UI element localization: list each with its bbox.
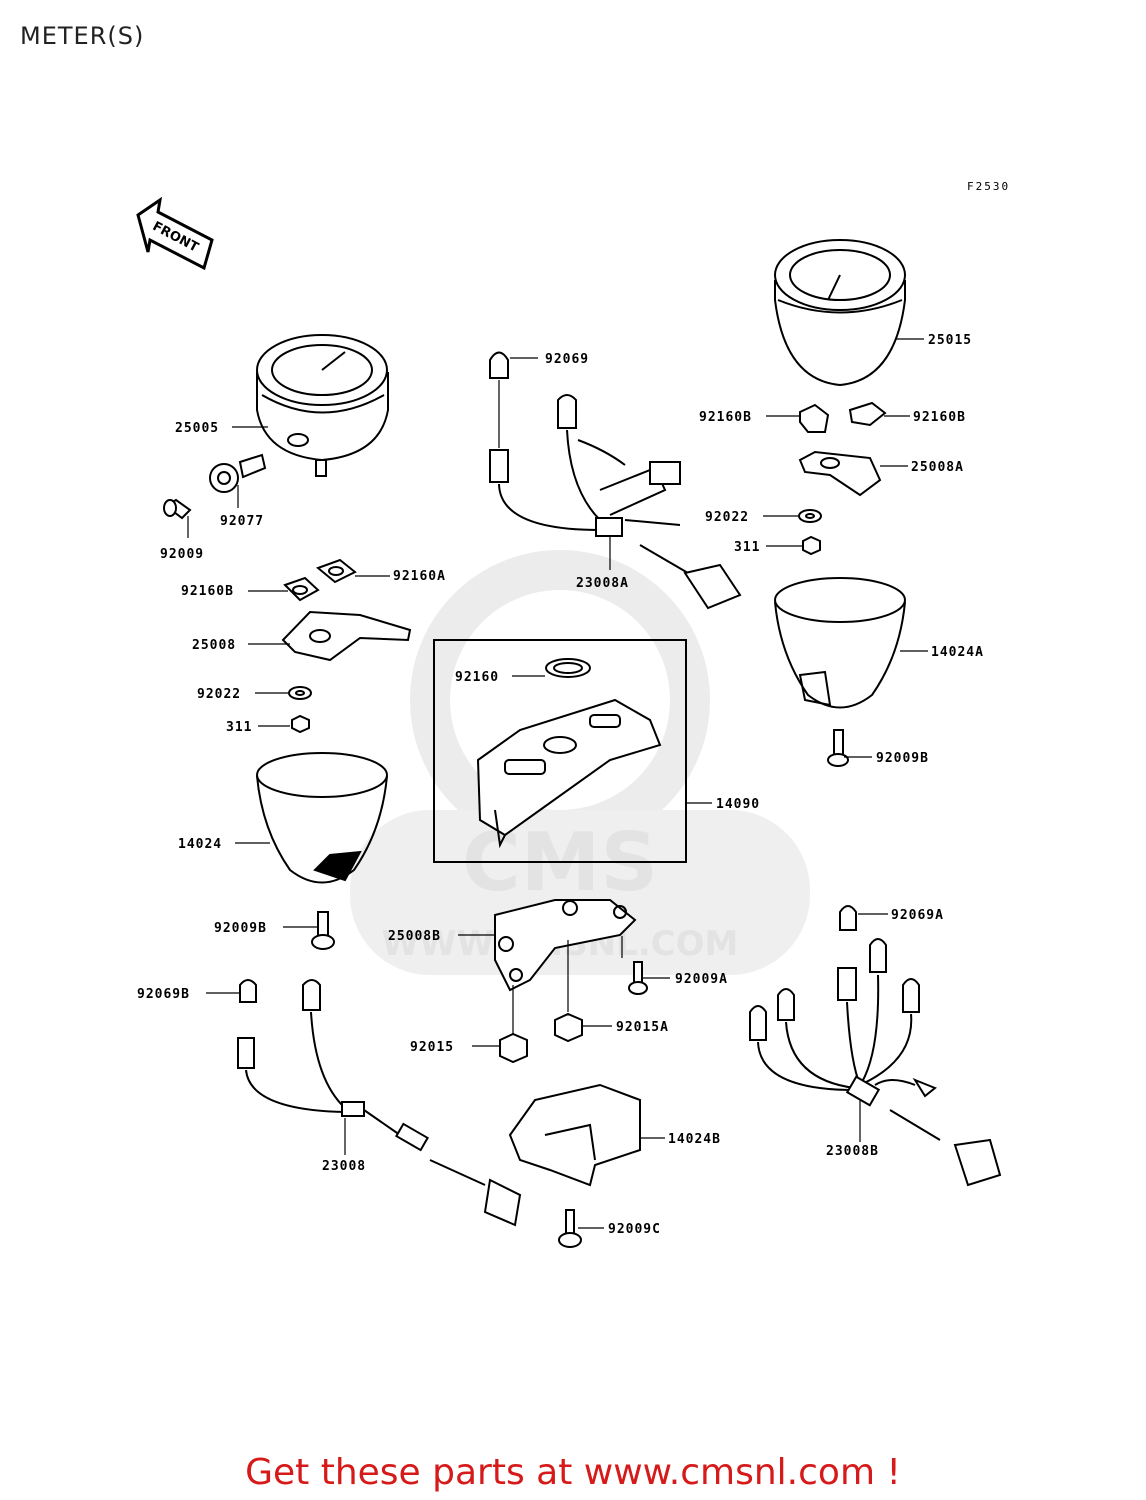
part-label-92009B-right: 92009B	[876, 751, 929, 766]
part-label-92015A: 92015A	[616, 1020, 669, 1035]
tachometer-25015	[774, 239, 906, 387]
grommet-92160B-left	[283, 576, 320, 602]
part-label-25005: 25005	[175, 421, 219, 436]
meter-cup-14024A	[774, 577, 906, 709]
wiring-harness-23008A	[489, 394, 742, 610]
screw-92009B-left	[311, 911, 335, 950]
front-arrow: FRONT	[136, 196, 214, 271]
parts-diagram: CMS WWW.CMSNL.COM FRONT	[136, 196, 1002, 1248]
meter-cup-14024	[256, 752, 388, 884]
nut-92015A	[554, 1012, 583, 1043]
washer-92022-left	[288, 686, 312, 700]
bracket-25008	[281, 610, 412, 662]
screw-92009C	[558, 1209, 582, 1248]
part-label-23008B: 23008B	[826, 1144, 879, 1159]
cover-14024B	[508, 1083, 641, 1187]
grommet-92160B-right-1	[799, 403, 830, 433]
part-label-25008: 25008	[192, 638, 236, 653]
speedometer-left	[256, 334, 389, 477]
bulb-92069	[489, 351, 509, 379]
grommet-92160B-right-2	[848, 401, 887, 427]
part-label-92160A: 92160A	[393, 569, 446, 584]
part-label-25008B: 25008B	[388, 929, 441, 944]
footer-cta-link[interactable]: Get these parts at www.cmsnl.com !	[245, 1452, 901, 1493]
part-label-92022-left: 92022	[197, 687, 241, 702]
part-label-23008A: 23008A	[576, 576, 629, 591]
part-label-14024: 14024	[178, 837, 222, 852]
part-label-92069B: 92069B	[137, 987, 190, 1002]
part-label-92160B-right-2: 92160B	[913, 410, 966, 425]
part-label-92009B-left: 92009B	[214, 921, 267, 936]
part-label-25015: 25015	[928, 333, 972, 348]
part-label-92160B-right-1: 92160B	[699, 410, 752, 425]
part-label-14024A: 14024A	[931, 645, 984, 660]
part-label-92009A: 92009A	[675, 972, 728, 987]
screw-92009A	[628, 961, 648, 995]
figure-code: F2530	[967, 180, 1011, 193]
part-label-311-right: 311	[734, 540, 760, 555]
cover-box-14090	[433, 639, 687, 863]
part-label-92160: 92160	[455, 670, 499, 685]
nut-311-left	[291, 714, 310, 734]
wiring-harness-23008	[237, 979, 522, 1227]
part-label-92022-right: 92022	[705, 510, 749, 525]
grommet-92160A	[316, 558, 357, 584]
part-label-92069: 92069	[545, 352, 589, 367]
bulb-92069A	[839, 905, 857, 931]
part-label-311-left: 311	[226, 720, 252, 735]
nut-92015	[499, 1032, 528, 1064]
bulb-92069B	[239, 979, 257, 1003]
wiring-harness-23008B	[749, 938, 1002, 1187]
part-label-92160B-left: 92160B	[181, 584, 234, 599]
part-label-14024B: 14024B	[668, 1132, 721, 1147]
part-label-23008: 23008	[322, 1159, 366, 1174]
part-label-25008A: 25008A	[911, 460, 964, 475]
part-label-92069A: 92069A	[891, 908, 944, 923]
part-label-92009C: 92009C	[608, 1222, 661, 1237]
part-labels: 25005 92077 92009 92160A 92160B 25008 92…	[137, 333, 984, 1237]
part-label-14090: 14090	[716, 797, 760, 812]
bracket-25008A	[798, 450, 882, 497]
plate-25008B	[494, 899, 637, 992]
nut-311-right	[802, 535, 821, 556]
screw-92009-left	[163, 498, 192, 520]
page-title: METER(S)	[20, 22, 145, 50]
part-label-92009: 92009	[160, 547, 204, 562]
part-label-92015: 92015	[410, 1040, 454, 1055]
screw-92009B-right	[827, 729, 849, 767]
part-label-92077: 92077	[220, 514, 264, 529]
washer-92022-right	[798, 509, 822, 523]
leader-lines	[187, 338, 928, 1229]
cable-nut-92077	[209, 453, 267, 493]
